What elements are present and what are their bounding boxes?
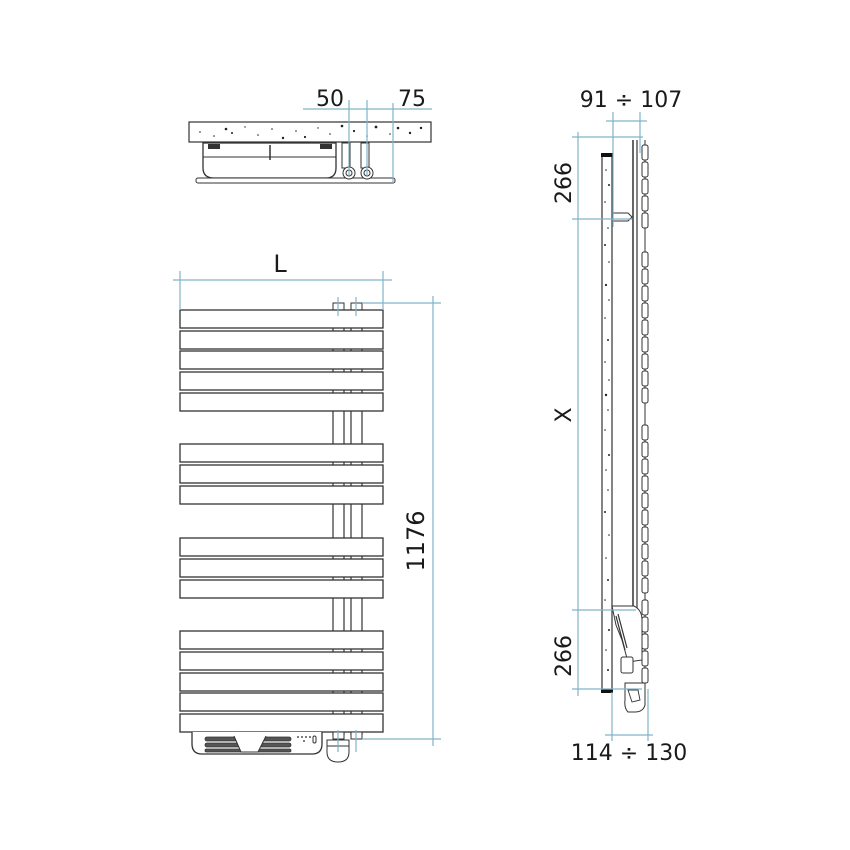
side-wall-texture [604,169,610,671]
side-view: 91 ÷ 107 266 X 266 114 ÷ 130 [552,88,687,766]
side-heater-assembly [611,605,646,713]
dim-label-1176: 1176 [402,510,430,571]
dim-label-50: 50 [316,87,344,112]
bar-group-1 [179,309,384,412]
bar-group-4 [179,630,384,733]
front-view: L 1176 [173,250,441,763]
pipe-right [360,142,370,169]
top-view-base [195,177,396,184]
dim-label-75: 75 [398,87,426,112]
top-bracket [611,212,633,222]
dim-label-266-bottom: 266 [552,635,577,677]
side-wall [601,154,613,693]
bar-group-2 [179,443,384,505]
side-bars [641,140,649,690]
heater-unit [191,732,323,755]
dim-label-266-top: 266 [552,162,577,204]
dim-label-114-130: 114 ÷ 130 [571,741,687,766]
wall-section [188,121,432,143]
dim-label-X: X [552,407,577,422]
top-view: 50 75 [188,87,432,184]
heater-display-dots [297,736,311,742]
dim-label-91-107: 91 ÷ 107 [580,88,682,113]
dim-label-L: L [273,250,287,278]
bar-group-3 [179,537,384,599]
